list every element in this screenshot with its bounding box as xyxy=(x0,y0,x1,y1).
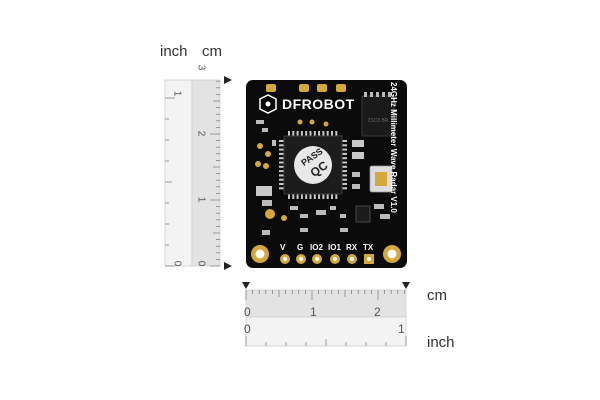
left-ruler xyxy=(164,76,232,270)
chip-pin xyxy=(342,140,347,142)
bottom-cm-tick-0: 0 xyxy=(244,305,251,319)
chip-pin xyxy=(288,194,290,199)
chip-pin xyxy=(296,131,299,136)
left-inch-tick-1: 1 xyxy=(171,90,183,97)
radar-board: 2SC8 BR xyxy=(246,80,407,268)
left-inch-tick-0: 0 xyxy=(171,260,183,267)
chip-pin xyxy=(342,178,347,181)
left-ruler-ticks xyxy=(165,80,220,267)
bottom-ruler-ticks xyxy=(245,290,407,346)
chip-pin xyxy=(335,131,338,136)
chip-pin xyxy=(279,148,284,151)
chip-pin xyxy=(313,131,316,136)
mounting-holes xyxy=(251,245,401,263)
chip-pin xyxy=(331,194,333,199)
chip-pin xyxy=(342,183,347,185)
dfrobot-logo-icon xyxy=(259,94,277,114)
bottom-cm-tick-1: 1 xyxy=(310,305,317,319)
left-cm-tick-3: 3 xyxy=(195,64,207,71)
chip-pin xyxy=(342,174,347,177)
chip-pin xyxy=(342,157,347,160)
bottom-inch-tick-0: 0 xyxy=(244,322,251,336)
chip-pin xyxy=(309,194,312,199)
pin-label-rx: RX xyxy=(346,243,358,252)
pin-label-io1: IO1 xyxy=(328,243,341,252)
pin-label-g: G xyxy=(297,243,304,252)
bottom-ruler xyxy=(242,282,410,347)
pin-label-io2: IO2 xyxy=(310,243,323,252)
bottom-cm-label: cm xyxy=(427,287,447,304)
chip-pin xyxy=(296,194,299,199)
bottom-inch-tick-1: 1 xyxy=(398,322,405,336)
chip-pin xyxy=(318,194,321,199)
chip-pin xyxy=(342,144,347,147)
chip-pin xyxy=(331,131,333,136)
regulator-chip xyxy=(361,95,395,137)
chip-pin xyxy=(279,165,284,168)
left-cm-tick-2: 2 xyxy=(195,130,207,137)
chip-pin xyxy=(342,148,347,151)
chip-pin xyxy=(279,187,284,190)
pin-header-pads xyxy=(280,254,374,264)
left-cm-tick-0: 0 xyxy=(195,260,207,267)
pin-label-v: V xyxy=(280,243,286,252)
chip-pin xyxy=(342,165,347,168)
chip-pin xyxy=(305,194,308,199)
left-inch-label: inch xyxy=(160,43,188,60)
left-inch-strip xyxy=(164,79,193,267)
chip-pin xyxy=(326,194,329,199)
chip-pin xyxy=(279,152,284,155)
chip-pin xyxy=(279,183,284,185)
mcu-chip xyxy=(279,131,347,199)
chip-pin xyxy=(342,187,347,190)
chip-pin xyxy=(305,131,308,136)
chip-pin xyxy=(279,174,284,177)
chip-pin xyxy=(322,194,325,199)
top-pads xyxy=(266,84,346,92)
bottom-cm-tick-2: 2 xyxy=(374,305,381,319)
chip-pin xyxy=(279,178,284,181)
bottom-cm-strip xyxy=(245,289,407,318)
chip-pin xyxy=(288,131,290,136)
chip-pin xyxy=(292,131,295,136)
board-logo-text: DFROBOT xyxy=(282,96,355,112)
chip-pin xyxy=(279,161,284,164)
chip-pin xyxy=(300,194,303,199)
chip-pin xyxy=(322,131,325,136)
chip-pin xyxy=(300,131,303,136)
chip-pin xyxy=(309,131,312,136)
svg-text:2SC8 BR: 2SC8 BR xyxy=(368,118,389,124)
left-cm-strip xyxy=(191,79,221,267)
chip-pin xyxy=(335,194,338,199)
capacitor xyxy=(256,186,272,196)
left-cm-label: cm xyxy=(202,43,222,60)
bottom-inch-label: inch xyxy=(427,334,455,351)
chip-pin xyxy=(313,194,316,199)
chip-pin xyxy=(318,131,321,136)
smd-component xyxy=(352,140,364,147)
chip-pin xyxy=(342,161,347,164)
bottom-right-marker xyxy=(402,282,410,289)
chip-pin xyxy=(292,194,295,199)
chip-pin xyxy=(342,152,347,155)
qc-sticker xyxy=(294,146,332,184)
left-top-marker xyxy=(224,76,232,84)
chip-pin xyxy=(326,131,329,136)
pin-label-tx: TX xyxy=(363,243,374,252)
board-side-text: 24GHz Millimeter Wave Radar V1.0 xyxy=(389,82,398,213)
chip-pin xyxy=(279,157,284,160)
chip-pin xyxy=(279,140,284,142)
left-cm-tick-1: 1 xyxy=(195,196,207,203)
left-bottom-marker xyxy=(224,262,232,270)
chip-pin xyxy=(342,170,347,173)
bottom-left-marker xyxy=(242,282,250,289)
chip-pin xyxy=(279,144,284,147)
chip-pin xyxy=(279,170,284,173)
